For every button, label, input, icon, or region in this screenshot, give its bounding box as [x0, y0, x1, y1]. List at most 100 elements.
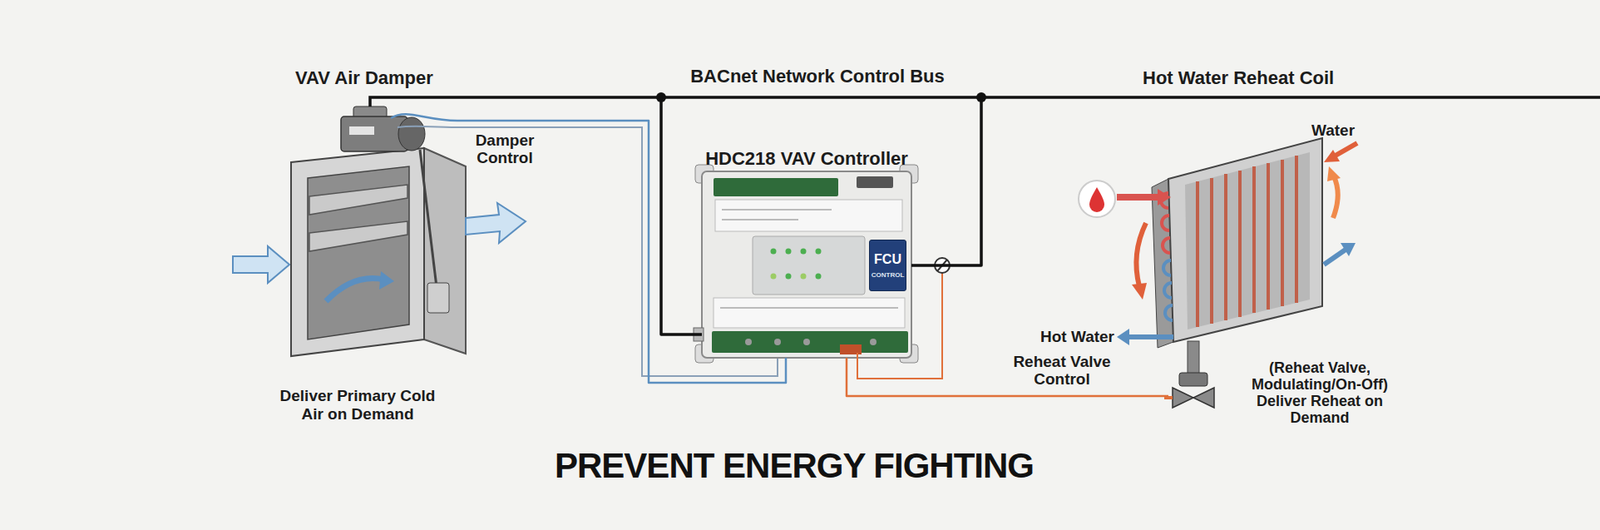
linkage — [419, 149, 437, 287]
screw — [774, 338, 781, 346]
bus-line — [370, 97, 458, 107]
terminal-block — [839, 344, 862, 355]
print-line — [720, 306, 899, 309]
badge-title: FCU — [869, 251, 906, 267]
arrow-head — [1131, 282, 1147, 300]
arrow-head — [1157, 188, 1171, 206]
junction-dot — [976, 92, 987, 103]
node-caption: (Reheat Valve, Modulating/On-Off) Delive… — [1246, 359, 1393, 426]
connector — [856, 176, 894, 188]
valve-node: (Reheat Valve, Modulating/On-Off) Delive… — [1168, 355, 1393, 428]
coil-core — [1185, 152, 1310, 330]
screw — [745, 338, 752, 346]
signal-wire — [390, 113, 458, 121]
led — [770, 273, 777, 280]
badge-subtitle: CONTROL — [869, 271, 906, 280]
airflow-arrow — [232, 246, 290, 283]
flow-label: Water — [1311, 121, 1355, 140]
fin — [1224, 173, 1228, 321]
controller-body — [701, 171, 912, 358]
terminal-strip — [711, 330, 909, 353]
print-line — [721, 218, 799, 221]
bacnet-bus — [911, 97, 1140, 266]
bus-tap-symbol — [937, 259, 948, 272]
airflow-arrow — [465, 202, 526, 243]
damper-blade — [309, 184, 408, 215]
u-bend — [1162, 237, 1171, 253]
coil-fins — [1197, 155, 1297, 327]
u-bend — [1164, 282, 1172, 298]
damper-opening — [307, 166, 410, 340]
node-heading: HDC218 VAV Controller — [668, 148, 945, 170]
led-panel — [752, 236, 865, 295]
connector-label: Reheat Valve Control — [999, 352, 1125, 388]
flow-arrow — [1135, 222, 1146, 287]
arrow-head — [1327, 166, 1341, 182]
node-caption: Deliver Primary Cold Air on Demand — [270, 386, 445, 424]
fin — [1195, 181, 1200, 327]
linkage-box — [427, 282, 450, 313]
led — [785, 273, 792, 280]
valve-body — [1193, 387, 1215, 408]
valve-actuator — [1179, 372, 1208, 386]
flow-arrow — [1323, 249, 1346, 265]
controller-node: HDC218 VAV ControllerFCUCONTROL — [701, 143, 912, 358]
airflow-curve — [325, 277, 385, 302]
fcu-badge: FCU CONTROL — [869, 239, 907, 292]
led — [815, 273, 822, 280]
actuator-motor — [398, 117, 425, 151]
terminal-strip — [713, 177, 839, 197]
return-arrow — [1127, 334, 1174, 340]
arrow-head — [1340, 242, 1356, 257]
fin — [1252, 166, 1256, 313]
bus-label: BACnet Network Control Bus — [651, 65, 984, 88]
damper-node: VAV Air DamperDeliver Primary Cold Air o… — [249, 62, 458, 420]
flow-arrow — [1333, 176, 1339, 218]
label-strip — [715, 199, 903, 232]
led — [800, 248, 807, 255]
valve-pipe — [1164, 395, 1173, 400]
coil-frame — [1168, 138, 1323, 342]
bus-connector — [693, 327, 704, 341]
bus-tap-symbol — [934, 257, 950, 273]
water-drop — [1089, 187, 1105, 213]
arrow-head — [1116, 328, 1130, 346]
fin — [1238, 170, 1242, 317]
connector-label: Damper Control — [467, 131, 543, 167]
valve-signal-wire — [846, 357, 1169, 396]
damper-blade — [309, 221, 408, 252]
label-strip — [713, 297, 905, 328]
led — [815, 248, 822, 255]
fin — [1280, 159, 1284, 307]
fin — [1209, 177, 1214, 324]
fin — [1266, 162, 1270, 310]
node-heading: VAV Air Damper — [295, 67, 434, 89]
node-heading: Hot Water Reheat Coil — [1142, 67, 1334, 89]
flow-label: Hot Water — [997, 327, 1115, 346]
screw — [869, 338, 877, 346]
bus-line — [661, 95, 982, 99]
damper-side — [424, 148, 466, 354]
supply-pipe — [1116, 193, 1160, 201]
led — [785, 248, 792, 255]
led — [770, 248, 777, 255]
diagram-caption: PREVENT ENERGY FIGHTING — [0, 445, 1589, 486]
u-bend — [1161, 215, 1170, 231]
coil-node: Hot Water Reheat Coil — [1139, 62, 1381, 346]
bus-line — [1139, 95, 1600, 99]
print-line — [721, 208, 832, 211]
screw — [803, 338, 810, 346]
damper-actuator — [340, 116, 408, 152]
arrow-head — [1323, 149, 1340, 163]
u-bend — [1163, 260, 1171, 276]
junction-dot — [656, 92, 667, 103]
water-icon — [1078, 180, 1116, 218]
flow-arrow — [1333, 143, 1358, 157]
fin — [1294, 155, 1299, 303]
valve-body — [1172, 387, 1194, 408]
u-bend — [1165, 305, 1173, 321]
u-bends — [1160, 192, 1173, 321]
actuator-window — [349, 126, 375, 135]
damper-frame — [291, 148, 425, 356]
